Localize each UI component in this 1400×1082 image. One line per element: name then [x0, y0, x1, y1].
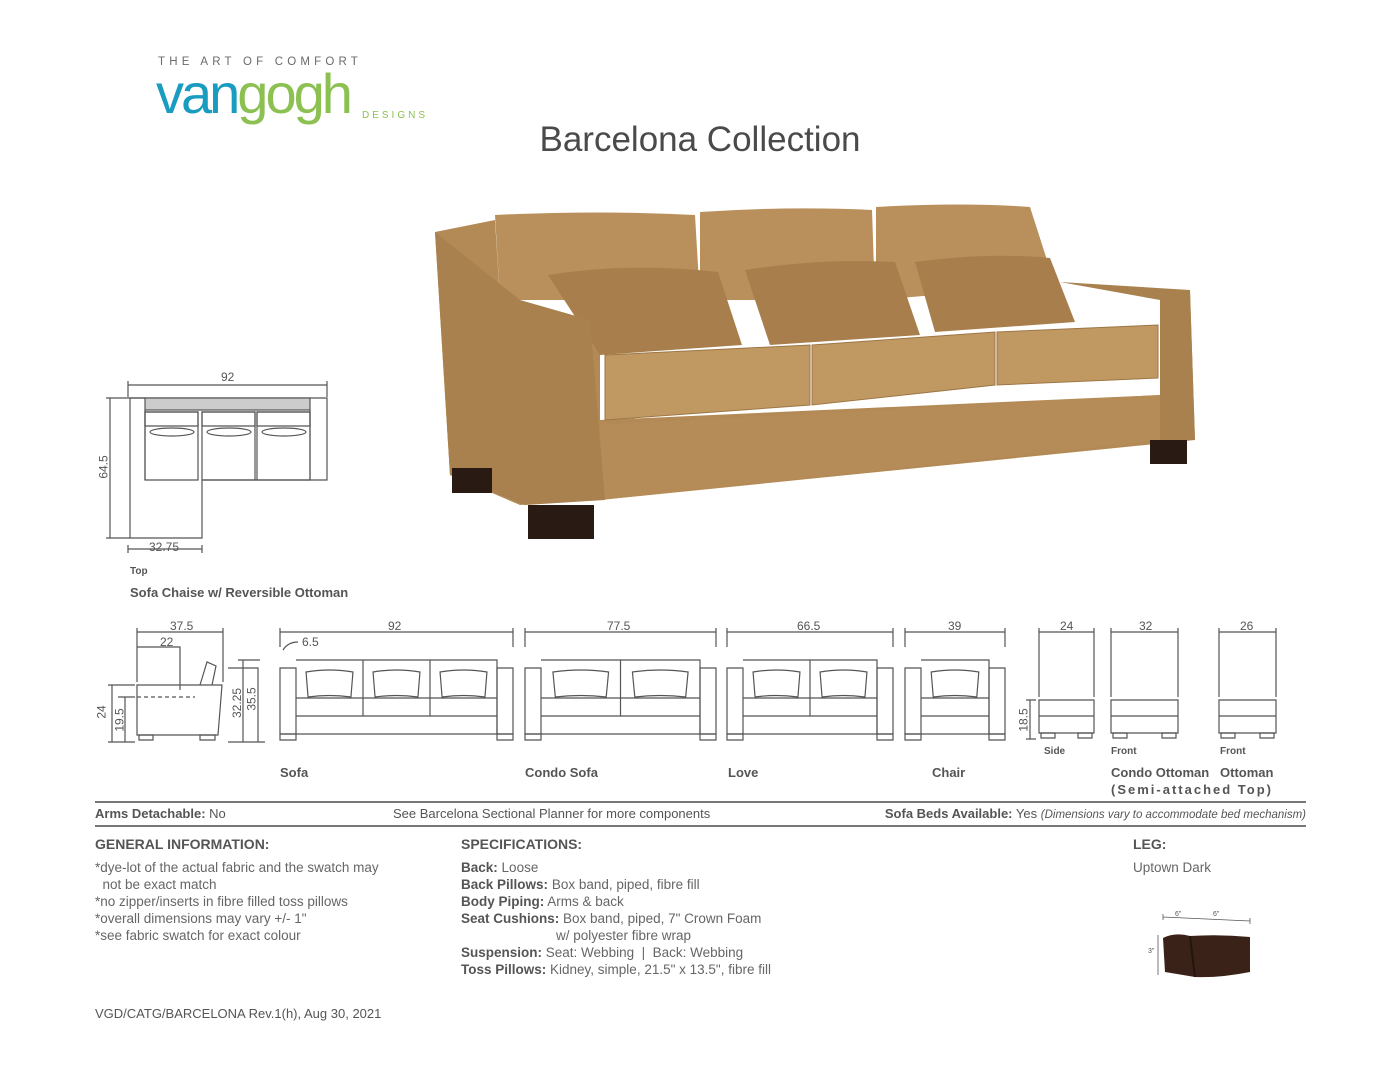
profile-body [136, 684, 223, 736]
chaise-width-dim: 92 [221, 370, 235, 384]
front-view-label: Front [1111, 746, 1137, 757]
dimension-line [1110, 628, 1179, 697]
toss-pillow [305, 669, 354, 698]
profile-legs [138, 734, 216, 741]
dimension-line [137, 646, 181, 690]
condo-ottoman-label: Condo Ottoman [1111, 765, 1210, 780]
logo-designs: DESIGNS [362, 110, 429, 121]
profile-seat-depth-dim: 22 [160, 635, 174, 649]
toss-pillow [752, 669, 801, 698]
side-view-label: Side [1044, 746, 1066, 757]
chair-back [921, 659, 990, 735]
arm-dim [282, 641, 299, 651]
toss-pillow [930, 669, 980, 698]
sofa-legs [279, 733, 514, 741]
dimension-line [279, 628, 514, 647]
condo-ottoman-front-legs [1112, 732, 1177, 739]
footer-code: VGD/CATG/BARCELONA Rev.1(h), Aug 30, 202… [95, 1006, 382, 1021]
toss-pillow [261, 427, 307, 437]
chaise-width2-dim: 32.75 [149, 540, 180, 554]
toss-pillow [439, 669, 488, 698]
chair-label: Chair [932, 765, 966, 780]
condo-ottoman-side [1038, 699, 1095, 734]
ottoman-front-view-label: Front [1220, 746, 1246, 757]
condo-sofa-legs [524, 733, 717, 741]
dimension-line [108, 684, 135, 743]
leg-dim-b: 6" [1213, 911, 1220, 918]
general-info: GENERAL INFORMATION: *dye-lot of the act… [95, 836, 379, 943]
condo-sofa-label: Condo Sofa [525, 765, 598, 780]
love-legs [726, 733, 894, 741]
toss-pillow [819, 669, 868, 698]
love-width-dim: 66.5 [797, 619, 821, 633]
condo-ottoman-side-legs [1040, 732, 1093, 739]
dimension-line [904, 628, 1006, 647]
chaise-view-label: Top [130, 566, 148, 577]
dimension-line [1038, 628, 1095, 697]
logo-tagline: THE ART OF COMFORT [158, 56, 363, 68]
dimension-line [1218, 628, 1277, 697]
condo-ottoman-front-dim: 32 [1139, 619, 1153, 633]
profile-depth-dim: 37.5 [170, 619, 194, 633]
condo-ottoman-front [1110, 699, 1179, 734]
divider-bottom [95, 825, 1306, 827]
profile-back [199, 661, 217, 686]
dimension-line [136, 628, 224, 682]
dimension-line [524, 628, 717, 647]
chair-seat [921, 697, 989, 717]
ottoman-label: Ottoman [1220, 765, 1274, 780]
sofa-back [296, 659, 498, 735]
dimension-line [228, 659, 265, 743]
toss-pillow [206, 427, 252, 437]
chair-width-dim: 39 [948, 619, 962, 633]
condo-ottoman-side-dim: 24 [1060, 619, 1074, 633]
chaise-back [144, 397, 311, 411]
toss-pillow [552, 669, 610, 698]
ottoman-front-legs [1220, 732, 1275, 739]
specifications: SPECIFICATIONS: Back: Loose Back Pillows… [461, 836, 771, 977]
dimension-line [1026, 699, 1036, 740]
leg-front-left [528, 505, 594, 539]
toss-pillow [631, 669, 689, 698]
ottoman-width-dim: 26 [1240, 619, 1254, 633]
arms-detachable: Arms Detachable: No [95, 806, 226, 821]
brand-logo: vangogh [156, 62, 353, 125]
sofa-arm-dim: 6.5 [302, 635, 319, 649]
chaise-label: Sofa Chaise w/ Reversible Ottoman [130, 585, 349, 600]
dimension-line [726, 628, 894, 647]
leg-dim-a: 6" [1175, 911, 1182, 918]
leg-info: LEG: Uptown Dark [1133, 836, 1212, 875]
ottoman-front [1218, 699, 1277, 734]
sofa-width-dim: 92 [388, 619, 402, 633]
sofa-label: Sofa [280, 765, 309, 780]
chair-legs [904, 733, 1006, 741]
condo-width-dim: 77.5 [607, 619, 631, 633]
sofa-beds: Sofa Beds Available: Yes (Dimensions var… [884, 806, 1306, 821]
leg-dim-h: 3" [1148, 948, 1155, 955]
condo-ottoman-sub: (Semi-attached Top) [1111, 782, 1273, 797]
dimension-line [127, 545, 203, 553]
planner-note: See Barcelona Sectional Planner for more… [393, 806, 711, 821]
love-label: Love [728, 765, 759, 780]
toss-pillow [372, 669, 421, 698]
divider-top [95, 801, 1306, 803]
toss-pillow [149, 427, 195, 437]
page-title: Barcelona Collection [539, 120, 861, 159]
dimension-line [127, 381, 328, 397]
sofa-seat [296, 697, 497, 717]
pillow-band [201, 411, 256, 427]
